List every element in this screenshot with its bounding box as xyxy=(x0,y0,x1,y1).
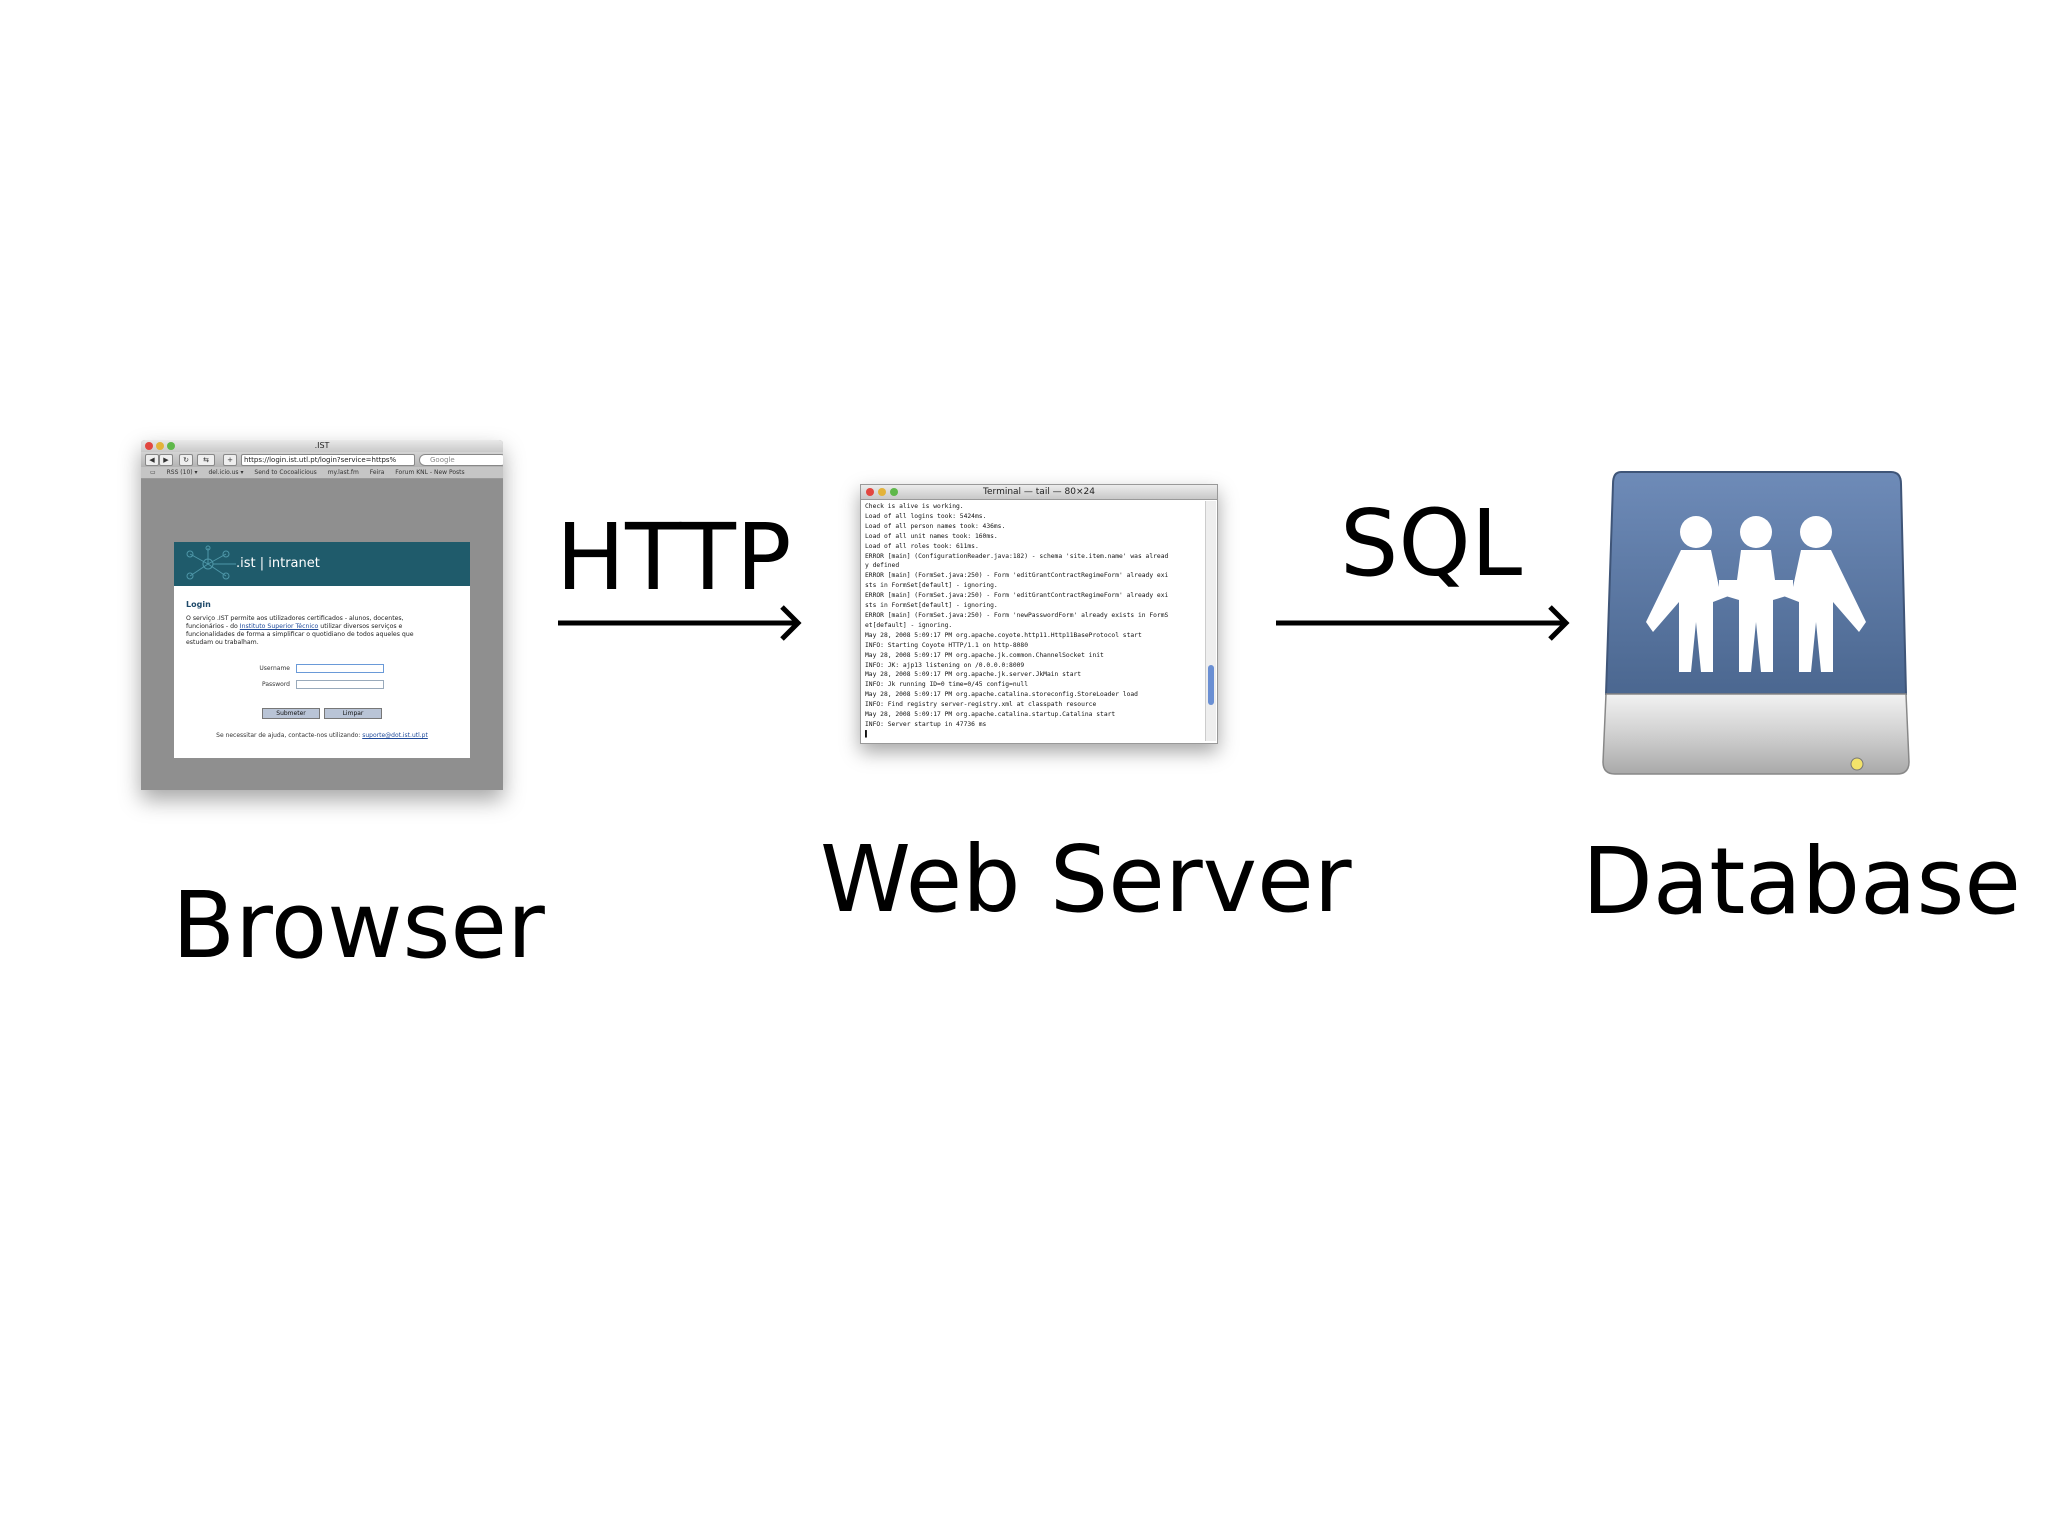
database-drive-icon xyxy=(1602,471,1910,775)
terminal-line: ERROR [main] (FormSet.java:250) - Form '… xyxy=(865,572,1169,580)
username-field xyxy=(296,664,384,673)
zoom-icon xyxy=(167,442,175,450)
browser-screenshot: .IST ◀ ▶ ↻ ⇆ + https://login.ist.utl.pt/… xyxy=(141,440,503,790)
terminal-line: Check is alive is working. xyxy=(865,503,964,510)
minimize-icon xyxy=(156,442,164,450)
bookmark-item: Forum KNL - New Posts xyxy=(395,469,465,476)
web-server-label: Web Server xyxy=(820,826,1352,933)
password-label: Password xyxy=(261,681,290,688)
terminal-line: May 28, 2008 5:09:17 PM org.apache.jk.se… xyxy=(865,671,1082,679)
zoom-icon xyxy=(890,488,898,496)
bookmarks-bar: ▭ RSS (10) ▾ del.icio.us ▾ Send to Cocoa… xyxy=(141,467,503,479)
add-bookmark-icon: + xyxy=(223,454,237,466)
ist-link: Instituto Superior Técnico xyxy=(239,623,319,630)
terminal-line: INFO: Starting Coyote HTTP/1.1 on http-8… xyxy=(865,641,1029,649)
terminal-line: Load of all roles took: 611ms. xyxy=(865,542,979,550)
terminal-line: May 28, 2008 5:09:17 PM org.apache.jk.co… xyxy=(865,651,1104,659)
bookmark-item: del.icio.us ▾ xyxy=(208,469,244,476)
help-line: Se necessitar de ajuda, contacte-nos uti… xyxy=(174,732,470,739)
network-logo-icon xyxy=(186,545,236,580)
terminal-line: INFO: JK: ajp13 listening on /0.0.0.0:80… xyxy=(865,661,1025,669)
intro-text: O serviço .IST permite aos utilizadores … xyxy=(186,615,404,630)
close-icon xyxy=(866,488,874,496)
back-icon: ◀ xyxy=(145,454,159,466)
terminal-title: Terminal — tail — 80×24 xyxy=(983,487,1095,497)
terminal-window: Terminal — tail — 80×24 Check is alive i… xyxy=(860,484,1218,744)
bookmark-item: RSS (10) ▾ xyxy=(166,469,198,476)
login-page-header: .ist | intranet xyxy=(174,542,470,586)
terminal-line: INFO: Find registry server-registry.xml … xyxy=(865,701,1097,709)
clear-button: Limpar xyxy=(324,708,382,719)
terminal-line: y defined xyxy=(865,562,900,570)
terminal-output: Check is alive is working. Load of all lo… xyxy=(865,502,1203,740)
search-field: Google xyxy=(419,454,503,466)
terminal-scroll-thumb xyxy=(1208,665,1214,705)
login-intro-text: O serviço .IST permite aos utilizadores … xyxy=(186,615,436,647)
bookmark-item: Send to Cocoalicious xyxy=(254,469,317,476)
terminal-line: sts in FormSet[default] - ignoring. xyxy=(865,582,998,590)
terminal-line: ERROR [main] (ConfigurationReader.java:1… xyxy=(865,552,1169,560)
browser-label: Browser xyxy=(172,872,545,979)
terminal-line: Load of all person names took: 436ms. xyxy=(865,522,1006,530)
sql-label: SQL xyxy=(1340,490,1523,597)
minimize-icon xyxy=(878,488,886,496)
bookmark-item: Feira xyxy=(369,469,385,476)
intranet-brand: .ist | intranet xyxy=(236,556,320,571)
reload-icon: ↻ xyxy=(179,454,193,466)
username-label: Username xyxy=(259,665,290,672)
close-icon xyxy=(145,442,153,450)
help-email-link: suporte@dot.ist.utl.pt xyxy=(362,732,428,739)
terminal-line: ERROR [main] (FormSet.java:250) - Form '… xyxy=(865,592,1169,600)
intro-text-end: utilizar diversos serviços e funcionalid… xyxy=(186,623,414,646)
submit-button: Submeter xyxy=(262,708,320,719)
terminal-line: sts in FormSet[default] - ignoring. xyxy=(865,602,998,610)
forward-icon: ▶ xyxy=(159,454,173,466)
sync-icon: ⇆ xyxy=(197,454,215,466)
bookmark-item: my.last.fm xyxy=(327,469,359,476)
login-heading: Login xyxy=(186,600,211,609)
terminal-line: May 28, 2008 5:09:17 PM org.apache.catal… xyxy=(865,711,1116,719)
address-bar: https://login.ist.utl.pt/login?service=h… xyxy=(241,454,415,466)
terminal-line: May 28, 2008 5:09:17 PM org.apache.catal… xyxy=(865,691,1138,699)
terminal-line: May 28, 2008 5:09:17 PM org.apache.coyot… xyxy=(865,631,1142,639)
help-text: Se necessitar de ajuda, contacte-nos uti… xyxy=(216,732,363,739)
terminal-line: INFO: Jk running ID=0 time=0/45 config=n… xyxy=(865,681,1029,689)
sql-arrow xyxy=(1276,605,1570,641)
database-label: Database xyxy=(1582,828,2021,935)
browser-titlebar: .IST xyxy=(141,440,503,452)
terminal-titlebar: Terminal — tail — 80×24 xyxy=(861,485,1217,500)
http-label: HTTP xyxy=(556,504,792,611)
login-page: .ist | intranet Login O serviço .IST per… xyxy=(174,542,470,758)
terminal-line: ERROR [main] (FormSet.java:250) - Form '… xyxy=(865,611,1169,619)
bookmarks-icon: ▭ xyxy=(150,469,156,476)
terminal-line: Load of all logins took: 5424ms. xyxy=(865,512,987,520)
terminal-line: INFO: Server startup in 47736 ms xyxy=(865,720,987,728)
browser-toolbar: ◀ ▶ ↻ ⇆ + https://login.ist.utl.pt/login… xyxy=(141,452,503,467)
password-field xyxy=(296,680,384,689)
browser-title: .IST xyxy=(314,441,330,450)
terminal-line: ▌ xyxy=(865,730,869,738)
terminal-line: Load of all unit names took: 160ms. xyxy=(865,532,998,540)
http-arrow xyxy=(558,605,802,641)
terminal-scrollbar xyxy=(1205,501,1216,741)
terminal-line: et[default] - ignoring. xyxy=(865,621,953,629)
